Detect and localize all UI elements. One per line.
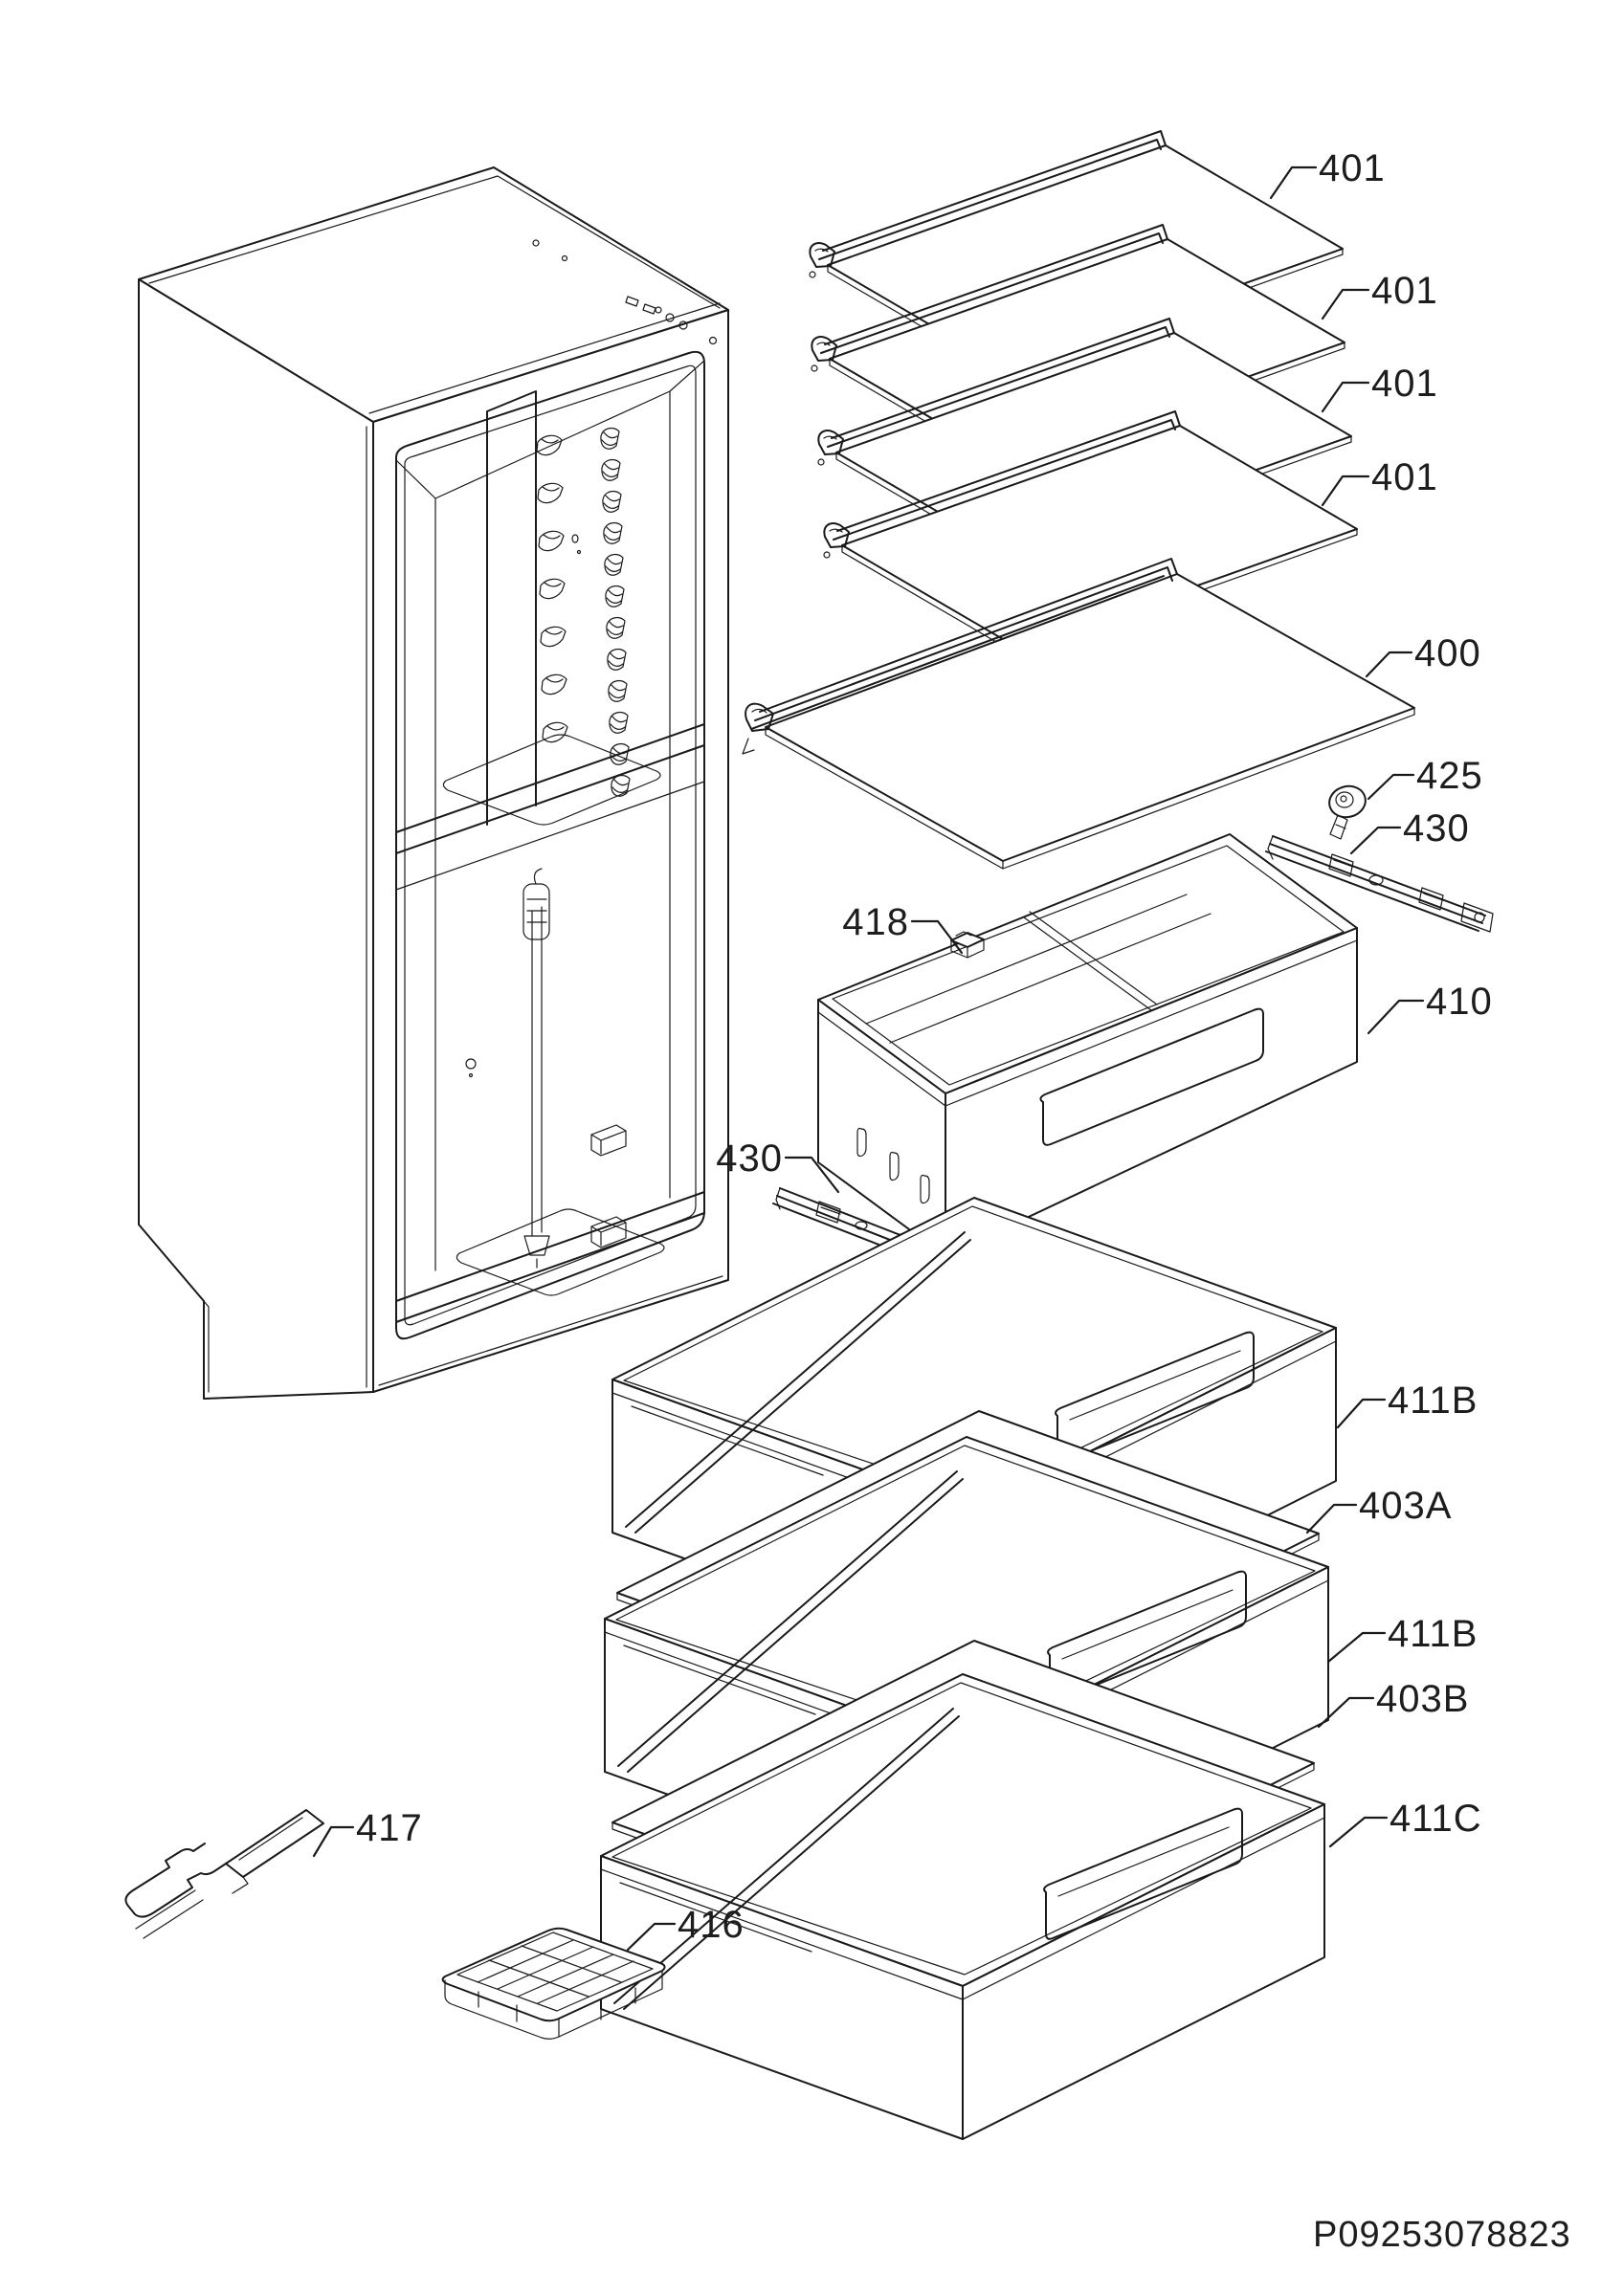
leader-line-416-16 (626, 1922, 677, 1952)
ice-tray-416-drawing (441, 1927, 666, 2040)
leader-line-411c-14 (1328, 1816, 1389, 1848)
part-label-418-7: 418 (842, 901, 909, 943)
leader-line-411b-12 (1326, 1631, 1387, 1664)
part-label-430-9: 430 (716, 1137, 783, 1180)
part-label-411b-12: 411B (1388, 1613, 1478, 1655)
wheel-425-drawing (1328, 784, 1367, 840)
part-label-401-2: 401 (1371, 363, 1438, 405)
leader-line-401-1 (1321, 288, 1370, 320)
leader-line-403a-11 (1305, 1503, 1358, 1534)
part-label-416-16: 416 (678, 1904, 745, 1946)
part-label-403b-13: 403B (1376, 1678, 1469, 1720)
fridge-cabinet-drawing (138, 166, 729, 1400)
part-label-411b-10: 411B (1388, 1380, 1478, 1422)
leader-line-401-2 (1321, 381, 1370, 413)
shelf-400-drawing (742, 558, 1415, 870)
ice-scraper-417-drawing (124, 1809, 324, 1939)
leader-line-411b-10 (1336, 1398, 1387, 1429)
drawer-410-drawing (817, 833, 1358, 1257)
part-label-400-4: 400 (1414, 632, 1481, 674)
leader-line-430-6 (1349, 826, 1402, 855)
leader-line-410-8 (1367, 999, 1425, 1035)
leader-line-403b-13 (1317, 1696, 1375, 1729)
part-label-401-0: 401 (1319, 147, 1386, 189)
part-label-417-15: 417 (356, 1807, 423, 1849)
part-label-401-3: 401 (1371, 456, 1438, 498)
part-label-401-1: 401 (1371, 270, 1438, 312)
part-label-411c-14: 411C (1390, 1798, 1482, 1840)
leader-line-425-5 (1367, 773, 1415, 801)
leader-line-417-15 (312, 1825, 355, 1858)
leader-line-400-4 (1365, 651, 1413, 678)
part-label-403a-11: 403A (1359, 1485, 1452, 1527)
leader-line-401-3 (1321, 475, 1370, 507)
part-label-425-5: 425 (1416, 755, 1483, 797)
part-label-410-8: 410 (1426, 981, 1493, 1023)
part-label-430-6: 430 (1403, 807, 1470, 850)
clip-418-drawing (950, 931, 985, 959)
part-labels-layer: 401 401 401 401 400 425 430 418 410 430 411B 403A 41… (312, 147, 1493, 1952)
leader-line-401-0 (1269, 166, 1318, 200)
leader-line-430-9 (784, 1156, 840, 1194)
document-number: P09253078823 (1313, 2215, 1571, 2255)
rail-430-right-drawing (1265, 835, 1494, 933)
leader-line-418-7 (910, 919, 964, 955)
